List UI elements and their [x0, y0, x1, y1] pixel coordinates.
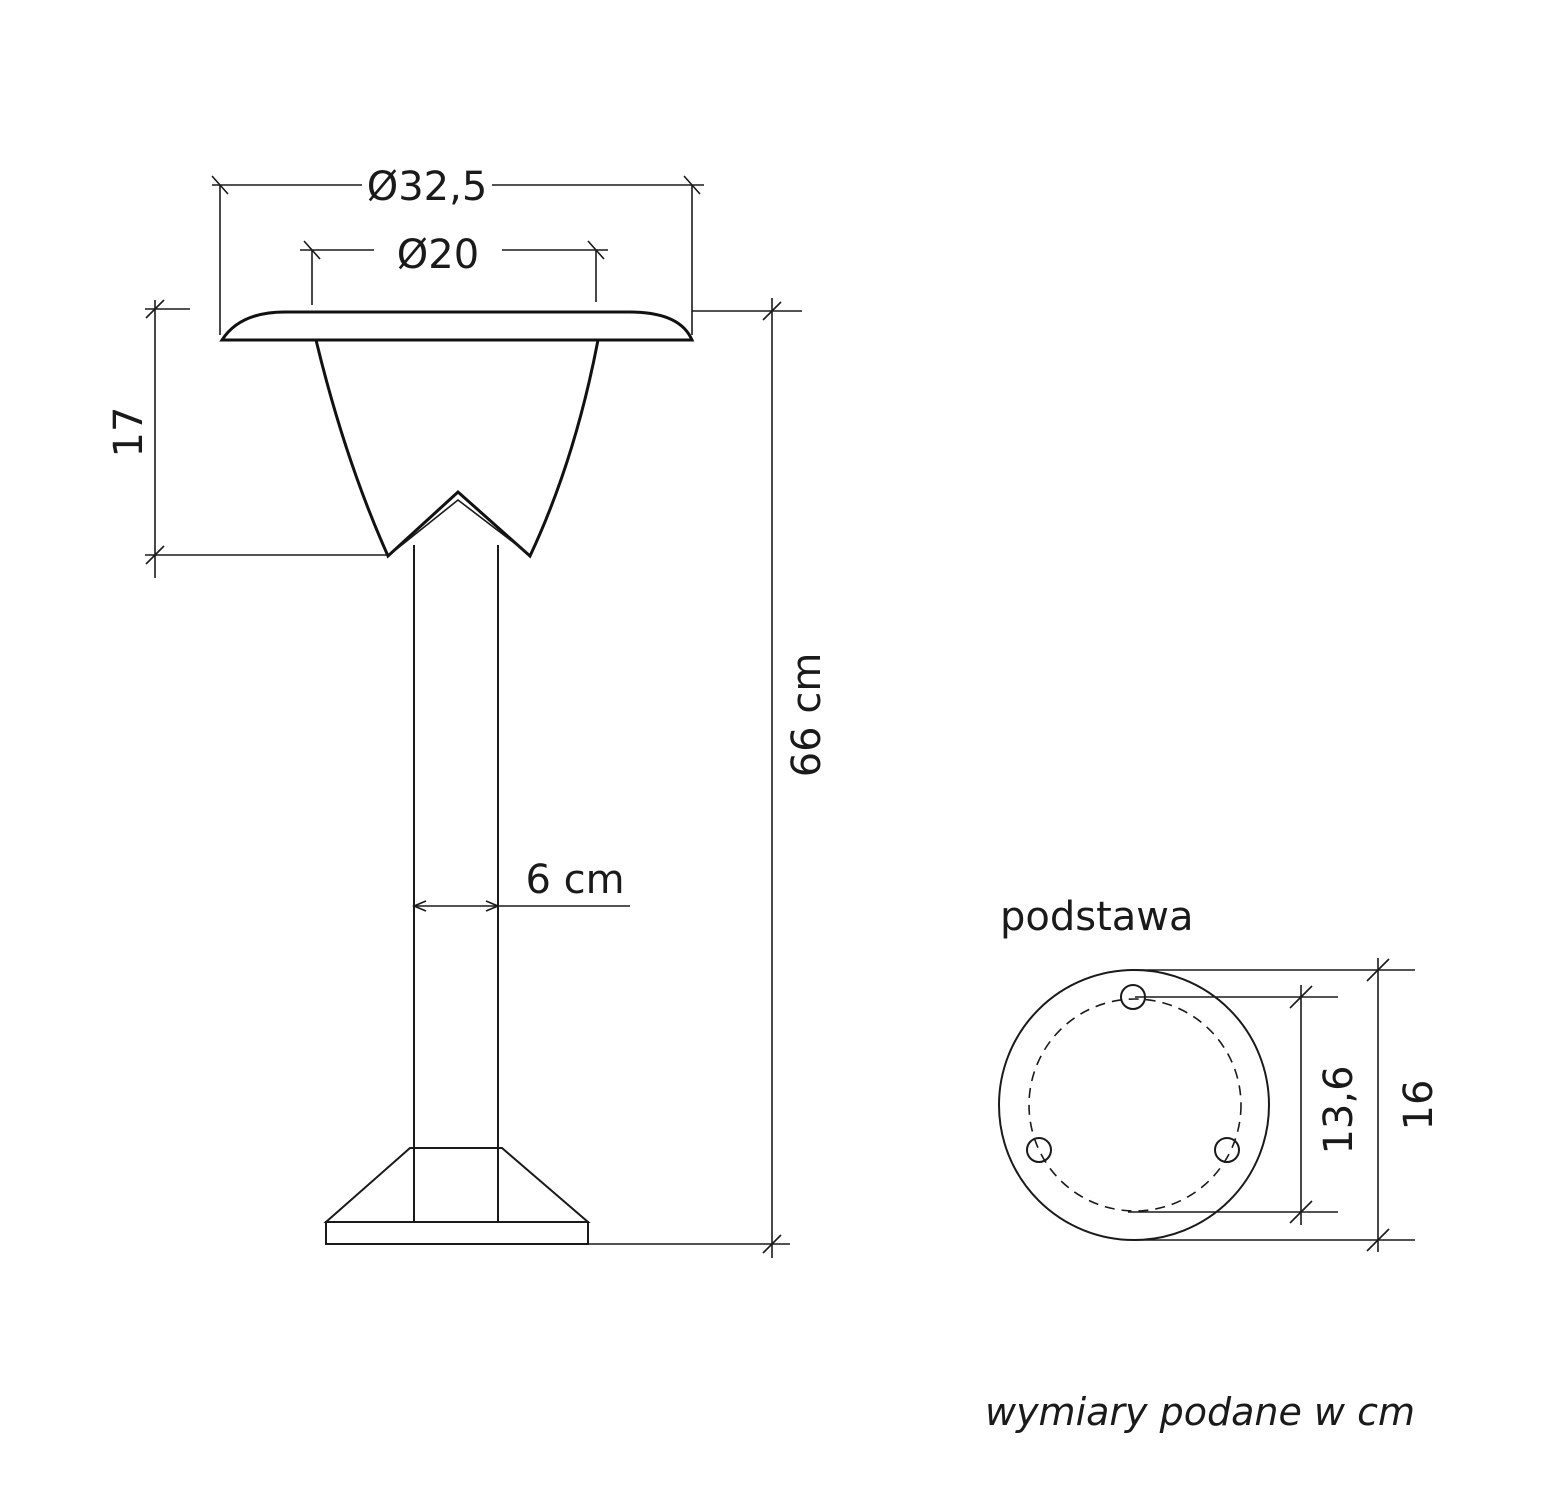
pole-width-label: 6 cm	[525, 857, 624, 903]
lamp-shade	[314, 338, 600, 559]
outer-diameter-label: Ø32,5	[367, 164, 488, 210]
dimension-pole-width: 6 cm	[411, 857, 630, 912]
lamp-cap	[219, 310, 695, 342]
dimension-base-diameter: 16	[1134, 958, 1442, 1252]
total-height-label: 66 cm	[784, 653, 830, 778]
lamp-pole	[413, 545, 499, 1222]
dimension-head-height: 17	[106, 299, 390, 578]
mounting-hole	[1214, 1137, 1240, 1163]
head-height-label: 17	[106, 407, 152, 458]
dimension-outer-diameter: Ø32,5	[211, 164, 704, 335]
inner-diameter-label: Ø20	[397, 232, 479, 278]
hole-spacing-label: 13,6	[1316, 1065, 1362, 1154]
shade-notch	[392, 498, 527, 553]
dimension-inner-diameter: Ø20	[300, 232, 608, 305]
dimension-total-height: 66 cm	[588, 298, 830, 1258]
bolt-circle	[1028, 998, 1242, 1212]
base-view-title: podstawa	[1000, 894, 1194, 940]
base-diameter-label: 16	[1396, 1080, 1442, 1131]
base-plan-view	[998, 969, 1270, 1241]
mounting-hole	[1026, 1137, 1052, 1163]
dimension-hole-spacing: 13,6	[1128, 985, 1362, 1225]
base-outline	[998, 969, 1270, 1241]
lamp-base	[323, 1147, 591, 1245]
lamp-head	[219, 310, 695, 559]
units-note: wymiary podane w cm	[985, 1390, 1415, 1434]
